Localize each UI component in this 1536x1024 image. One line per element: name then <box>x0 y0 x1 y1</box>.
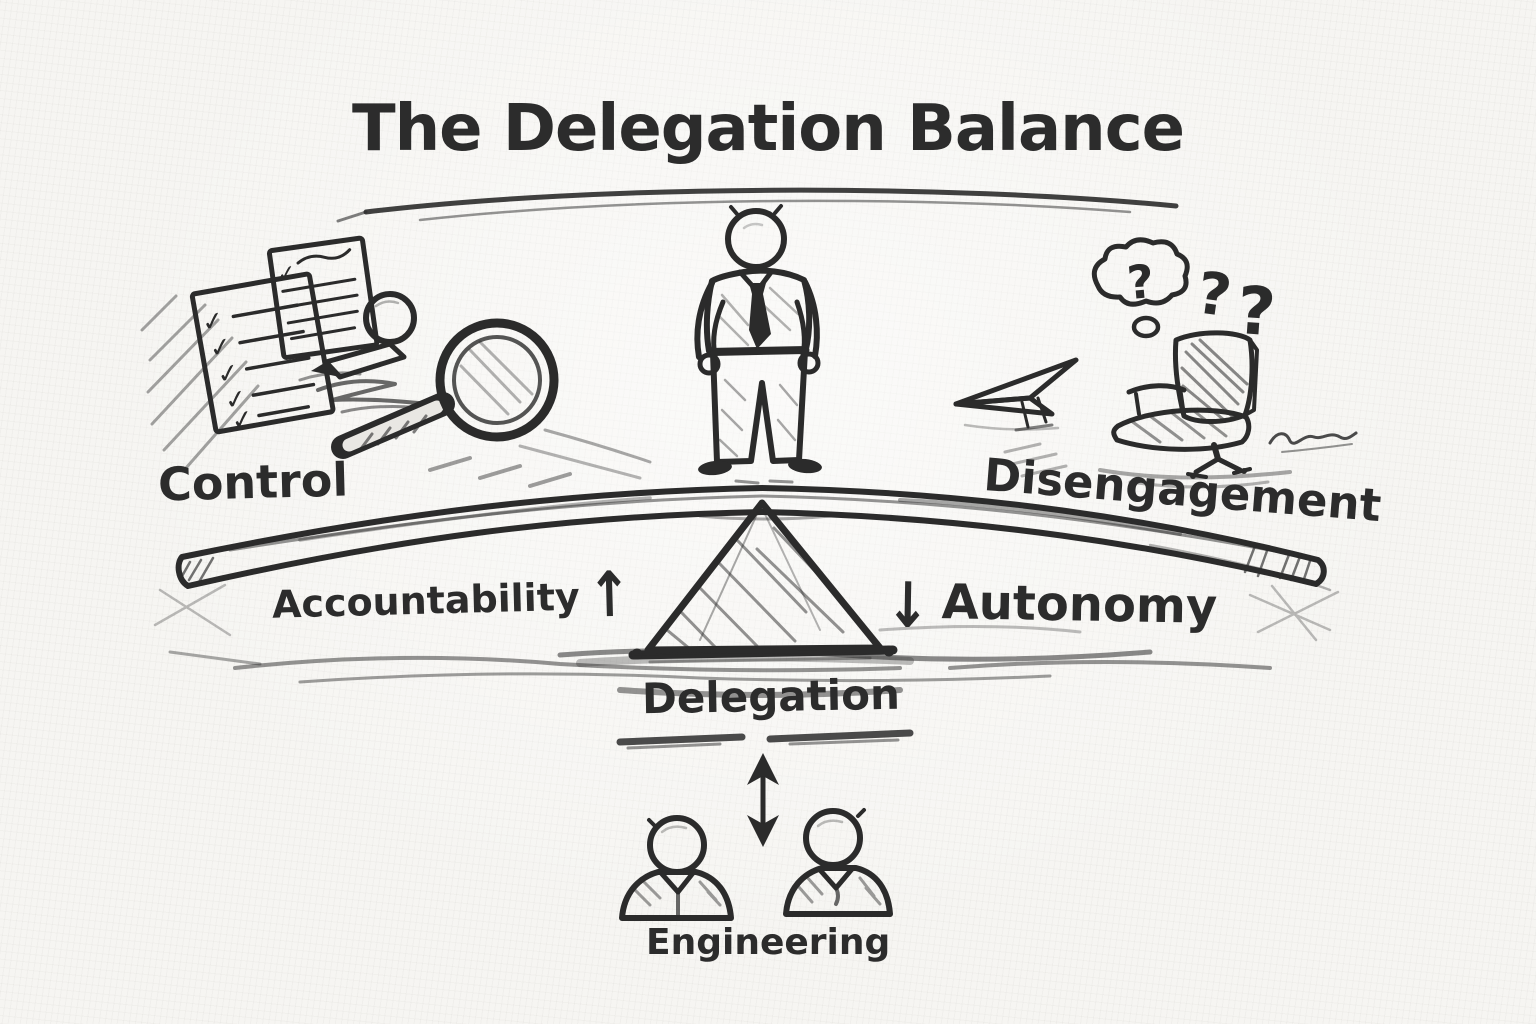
chair-shadow-scribble <box>1003 442 1292 489</box>
empty-chair-icon <box>1111 330 1259 479</box>
delegation-label: Delegation <box>641 669 901 724</box>
scribble-hatch-top-left <box>140 294 260 470</box>
engineering-label: Engineering <box>646 922 891 963</box>
autonomy-label: ↓Autonomy <box>885 569 1218 643</box>
title-underline <box>336 187 1179 223</box>
scribble-beam-ends <box>153 583 1340 642</box>
manager-figure-icon <box>694 204 822 485</box>
question-mark-icon: ? <box>1125 254 1156 310</box>
control-label: Control <box>157 452 349 512</box>
paper-plane-icon <box>953 357 1079 432</box>
checkmark-icon: ✓ ✓ ✓ ✓ ✓ <box>200 305 256 437</box>
svg-text:✓: ✓ <box>229 404 256 437</box>
delegation-underline <box>616 729 914 750</box>
up-arrow-icon: ↑ <box>586 559 633 633</box>
thought-bubble-icon: ? <box>1091 237 1190 339</box>
svg-text:✓: ✓ <box>207 331 234 364</box>
double-arrow-icon <box>747 753 779 847</box>
svg-text:✓: ✓ <box>200 305 227 338</box>
fulcrum-triangle-icon <box>628 499 898 664</box>
page-title: The Delegation Balance <box>351 92 1185 166</box>
checklist-icon: ✓ ✓ ✓ ✓ ✓ ✓ <box>189 235 380 437</box>
question-marks: ? ? <box>1193 258 1278 351</box>
question-mark-icon: ? <box>1193 258 1236 330</box>
svg-text:✓: ✓ <box>215 358 242 391</box>
accountability-label: Accountability↑ <box>271 559 633 633</box>
question-mark-icon: ? <box>1235 272 1279 351</box>
beam-bar <box>175 485 1327 589</box>
down-arrow-icon: ↓ <box>885 569 931 643</box>
scribble-under-magnifier <box>428 428 652 488</box>
ground-scribble <box>168 624 1272 698</box>
svg-text:✓: ✓ <box>223 384 250 417</box>
magnifying-glass-icon <box>331 318 559 459</box>
engineer-figure-icon <box>619 815 734 921</box>
balance-beam <box>175 485 1332 592</box>
engineer-figure-icon <box>783 808 893 917</box>
accountability-text: Accountability <box>271 574 581 627</box>
signature-scribble <box>1268 431 1358 453</box>
autonomy-text: Autonomy <box>941 574 1218 635</box>
